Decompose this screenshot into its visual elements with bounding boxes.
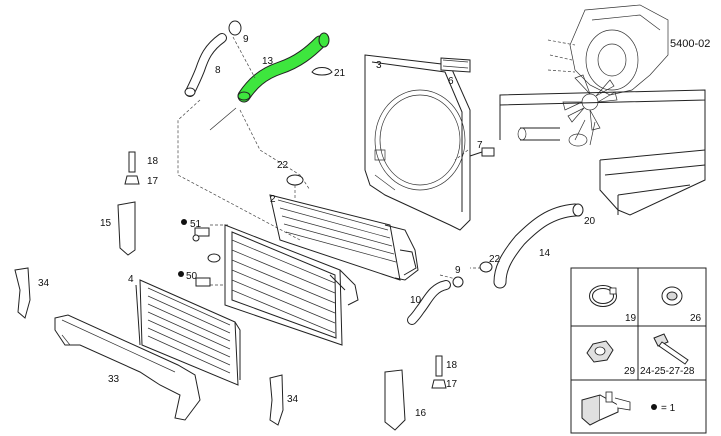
callout-10: 10 [410, 295, 422, 306]
callout-33: 33 [108, 374, 120, 385]
callout-22: 22 [277, 160, 289, 171]
legend-equals-1: = 1 [661, 403, 676, 414]
callout-22: 22 [489, 254, 501, 265]
callout-9: 9 [455, 265, 461, 276]
callout-3: 3 [376, 60, 382, 71]
callout-2: 2 [270, 194, 276, 205]
callout-6: 6 [448, 76, 454, 87]
legend-clamp-19-icon [589, 285, 617, 307]
callout-4: 4 [128, 274, 134, 285]
callout-18: 18 [147, 156, 159, 167]
bracket-34-bottom [269, 374, 284, 426]
callout-50: 50 [186, 271, 198, 282]
legend-bolt-icon [653, 333, 689, 365]
hose-14 [493, 203, 584, 289]
bracket-15 [117, 201, 136, 256]
stud-18-left [128, 151, 136, 173]
callout-15: 15 [100, 218, 112, 229]
nut-17-left [124, 175, 140, 185]
engine-sketch [499, 4, 706, 216]
callout-8: 8 [215, 65, 221, 76]
hose-10 [407, 280, 451, 325]
callout-14: 14 [539, 248, 551, 259]
hose-8 [184, 33, 227, 97]
legend-box: 19 26 29 24-25-27-28 = 1 [570, 267, 707, 434]
bolt-51 [192, 227, 210, 242]
condenser-4 [135, 279, 241, 386]
support-33 [54, 314, 201, 421]
callout-17: 17 [446, 379, 458, 390]
legend-29: 29 [624, 366, 636, 377]
callout-13: 13 [262, 56, 274, 67]
stud-18-bottom [435, 355, 443, 377]
hose-13-highlighted [209, 32, 330, 131]
legend-26: 26 [690, 313, 702, 324]
legend-dot-icon [651, 404, 657, 410]
callout-21: 21 [334, 68, 346, 79]
legend-19: 19 [625, 313, 637, 324]
diagram-code: 5400-02 [670, 38, 710, 50]
bracket-16 [384, 369, 406, 431]
callouts: 9 8 13 21 3 6 7 18 17 22 2 15 51 50 4 34… [38, 34, 596, 419]
callout-34: 34 [38, 278, 50, 289]
callout-17: 17 [147, 176, 159, 187]
callout-34: 34 [287, 394, 299, 405]
guide-lines [177, 36, 486, 286]
legend-nut-29-icon [586, 340, 614, 363]
radiator [207, 224, 359, 346]
callout-18: 18 [446, 360, 458, 371]
legend-24-25-27-28: 24-25-27-28 [640, 366, 695, 377]
dot-51 [181, 219, 187, 225]
legend-grommet-26-icon [661, 286, 683, 306]
clamp-9-top [228, 20, 242, 36]
callout-16: 16 [415, 408, 427, 419]
fan-shroud-3 [364, 54, 471, 231]
clamp-21 [311, 67, 333, 76]
callout-20: 20 [584, 216, 596, 227]
legend-bracket-icon [581, 391, 631, 426]
bracket-34-left [14, 267, 31, 319]
intercooler-2 [269, 174, 419, 281]
clamp-9-bottom [452, 276, 464, 288]
bolt-50 [195, 277, 211, 287]
callout-9: 9 [243, 34, 249, 45]
callout-7: 7 [477, 140, 483, 151]
callout-51: 51 [190, 219, 202, 230]
bolt-7 [469, 147, 495, 157]
part-6 [440, 57, 471, 73]
dot-50 [178, 271, 184, 277]
clamp-22-right [479, 261, 493, 273]
nut-17-bottom [431, 379, 447, 389]
